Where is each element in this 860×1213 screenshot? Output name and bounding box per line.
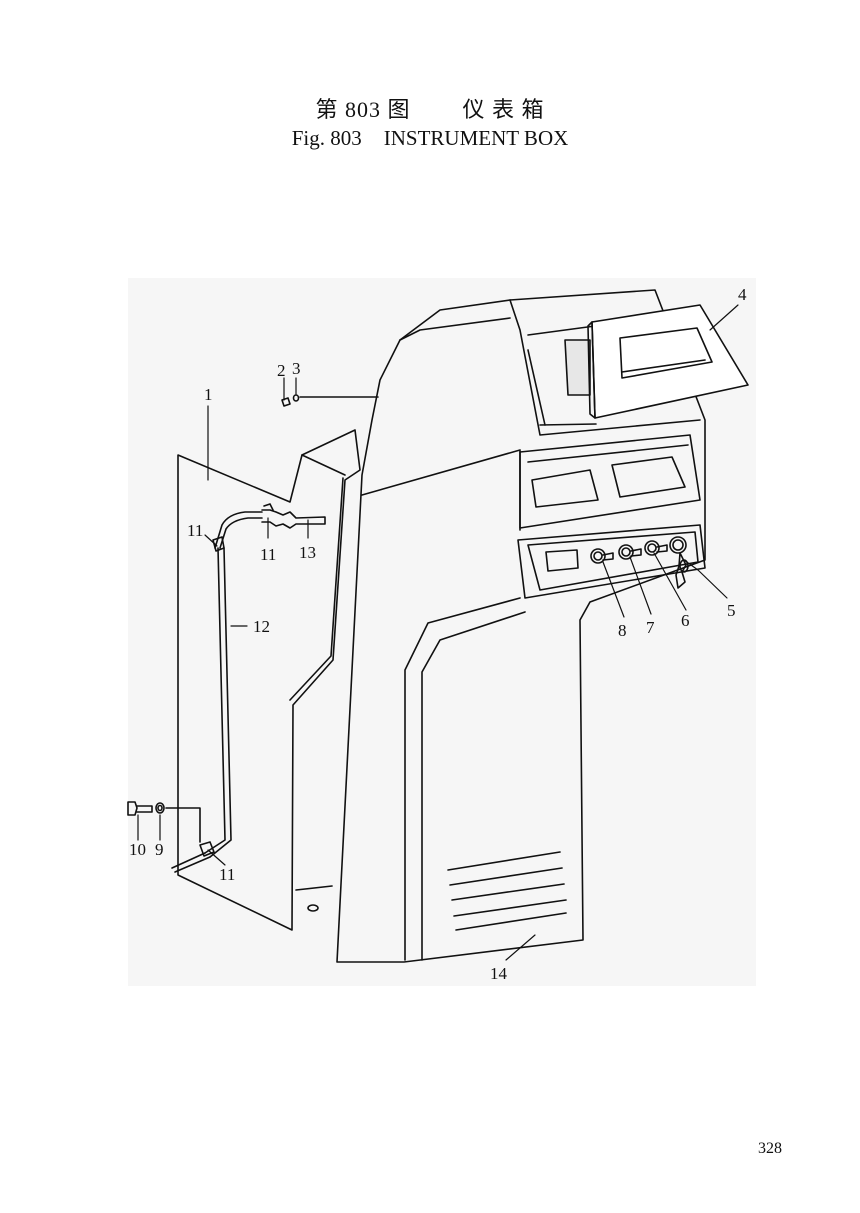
bolt-and-washer bbox=[127, 801, 201, 843]
callout-5: 5 bbox=[727, 601, 736, 620]
figure-number-cn: 第 803 图 bbox=[315, 97, 411, 122]
page-number: 328 bbox=[758, 1140, 782, 1157]
callout-11a: 11 bbox=[187, 521, 203, 540]
callout-labels: 1 2 3 4 5 6 7 8 9 10 11 11 11 12 13 14 bbox=[129, 285, 747, 983]
hose-assembly bbox=[171, 503, 326, 873]
callout-13: 13 bbox=[299, 543, 316, 562]
figure-name-en: INSTRUMENT BOX bbox=[383, 126, 569, 150]
callout-11b: 11 bbox=[260, 545, 276, 564]
side-panel bbox=[177, 429, 361, 931]
callout-4: 4 bbox=[738, 285, 747, 304]
figure-title-english: Fig. 803 INSTRUMENT BOX bbox=[0, 126, 860, 151]
callout-14: 14 bbox=[490, 964, 508, 983]
callout-11c: 11 bbox=[219, 865, 235, 884]
callout-2: 2 bbox=[277, 361, 286, 380]
lower-front-panel bbox=[447, 851, 567, 931]
callout-7: 7 bbox=[646, 618, 655, 637]
callout-8: 8 bbox=[618, 621, 627, 640]
callout-1: 1 bbox=[204, 385, 213, 404]
callout-10: 10 bbox=[129, 840, 146, 859]
switch-7 bbox=[618, 544, 642, 560]
instrument-display bbox=[587, 304, 749, 419]
figure-title-chinese: 第 803 图 仪 表 箱 bbox=[0, 92, 860, 124]
screw-and-washer bbox=[281, 394, 379, 407]
callout-3: 3 bbox=[292, 359, 301, 378]
figure-number-en: Fig. 803 bbox=[291, 126, 362, 150]
main-housing bbox=[336, 289, 706, 963]
callout-12: 12 bbox=[253, 617, 270, 636]
figure-name-cn: 仪 表 箱 bbox=[462, 97, 545, 122]
callout-9: 9 bbox=[155, 840, 164, 859]
gauge-panel bbox=[519, 434, 701, 529]
callout-6: 6 bbox=[681, 611, 690, 630]
leader-lines bbox=[137, 304, 739, 961]
switch-6 bbox=[644, 540, 668, 556]
switch-8 bbox=[590, 548, 614, 564]
